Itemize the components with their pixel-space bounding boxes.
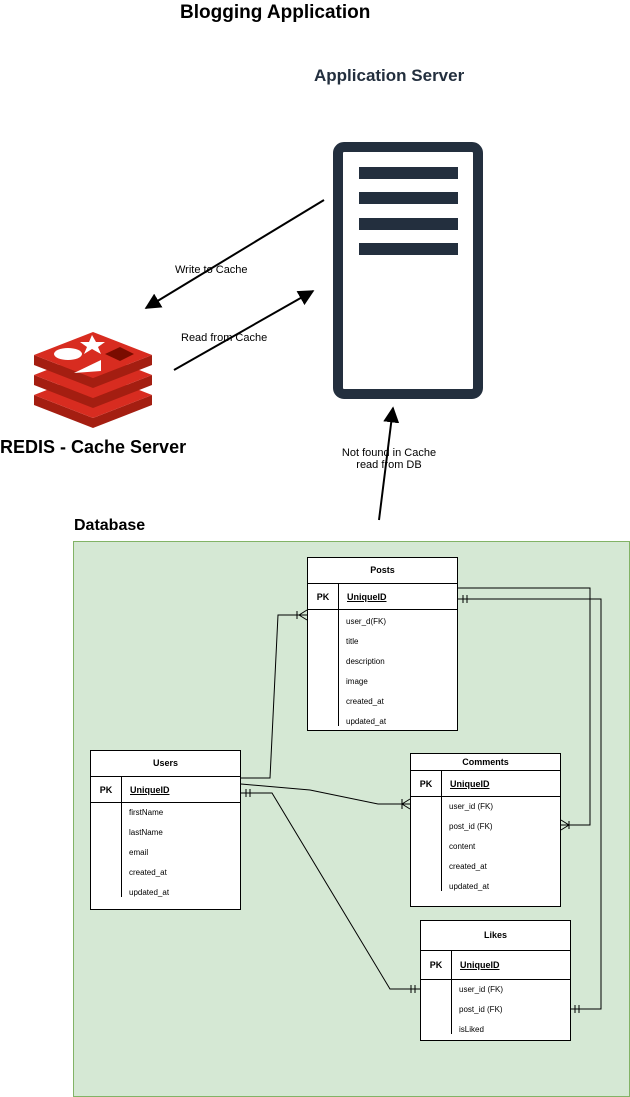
pk-field: UniqueID — [121, 777, 170, 802]
table-likes[interactable]: Likes PK UniqueID user_id (FK) post_id (… — [420, 920, 571, 1041]
pk-field: UniqueID — [441, 771, 490, 796]
table-likes-title: Likes — [421, 921, 570, 951]
field-row: updated_at — [346, 717, 387, 726]
pk-label: PK — [99, 784, 113, 795]
field-row: created_at — [346, 697, 384, 706]
db-read-label: Not found in Cache read from DB — [330, 447, 448, 471]
pk-field: UniqueID — [338, 584, 387, 609]
write-cache-arrow — [144, 199, 325, 309]
server-icon — [333, 142, 483, 399]
db-read-arrow — [378, 406, 400, 521]
table-likes-fields: user_id (FK) post_id (FK) isLiked — [421, 980, 570, 1040]
table-posts-pk-row: PK UniqueID — [308, 584, 457, 610]
field-row: email — [129, 848, 149, 857]
field-row: description — [346, 657, 385, 666]
table-users-pk-row: PK UniqueID — [91, 777, 240, 803]
db-read-label-line2: read from DB — [356, 459, 422, 471]
read-cache-label: Read from Cache — [181, 332, 268, 344]
field-row: title — [346, 637, 359, 646]
table-likes-pk-row: PK UniqueID — [421, 951, 570, 980]
field-row: user_id (FK) — [449, 802, 494, 811]
pk-field: UniqueID — [451, 951, 500, 979]
redis-icon — [34, 332, 152, 428]
table-posts-fields: user_d(FK) title description image creat… — [308, 610, 457, 732]
read-cache-arrow — [173, 290, 315, 371]
field-row: user_d(FK) — [346, 617, 387, 626]
field-row: image — [346, 677, 368, 686]
server-title: Application Server — [314, 66, 465, 85]
field-row: created_at — [449, 862, 487, 871]
write-cache-label: Write to Cache — [175, 264, 248, 276]
table-comments-pk-row: PK UniqueID — [411, 771, 560, 797]
field-row: lastName — [129, 828, 163, 837]
field-row: created_at — [129, 868, 167, 877]
db-read-label-line1: Not found in Cache — [341, 447, 437, 459]
table-users[interactable]: Users PK UniqueID firstName lastName ema… — [90, 750, 241, 910]
table-posts[interactable]: Posts PK UniqueID user_d(FK) title descr… — [307, 557, 458, 731]
table-posts-title: Posts — [308, 558, 457, 584]
field-row: user_id (FK) — [459, 985, 504, 994]
field-row: content — [449, 842, 476, 851]
pk-label: PK — [429, 960, 443, 970]
field-row: post_id (FK) — [459, 1005, 503, 1014]
field-row: post_id (FK) — [449, 822, 493, 831]
table-users-title: Users — [91, 751, 240, 777]
pk-label: PK — [419, 778, 433, 789]
table-comments-title: Comments — [411, 754, 560, 771]
page-title: Blogging Application — [180, 2, 371, 23]
field-row: isLiked — [459, 1025, 484, 1034]
field-row: updated_at — [449, 882, 490, 891]
er-relations — [240, 587, 602, 1013]
table-users-fields: firstName lastName email created_at upda… — [91, 803, 240, 903]
table-comments[interactable]: Comments PK UniqueID user_id (FK) post_i… — [410, 753, 561, 907]
pk-label: PK — [316, 591, 330, 602]
table-comments-fields: user_id (FK) post_id (FK) content create… — [411, 797, 560, 897]
database-title: Database — [74, 517, 146, 534]
field-row: updated_at — [129, 888, 170, 897]
field-row: firstName — [129, 808, 164, 817]
cache-title: REDIS - Cache Server — [0, 437, 187, 457]
